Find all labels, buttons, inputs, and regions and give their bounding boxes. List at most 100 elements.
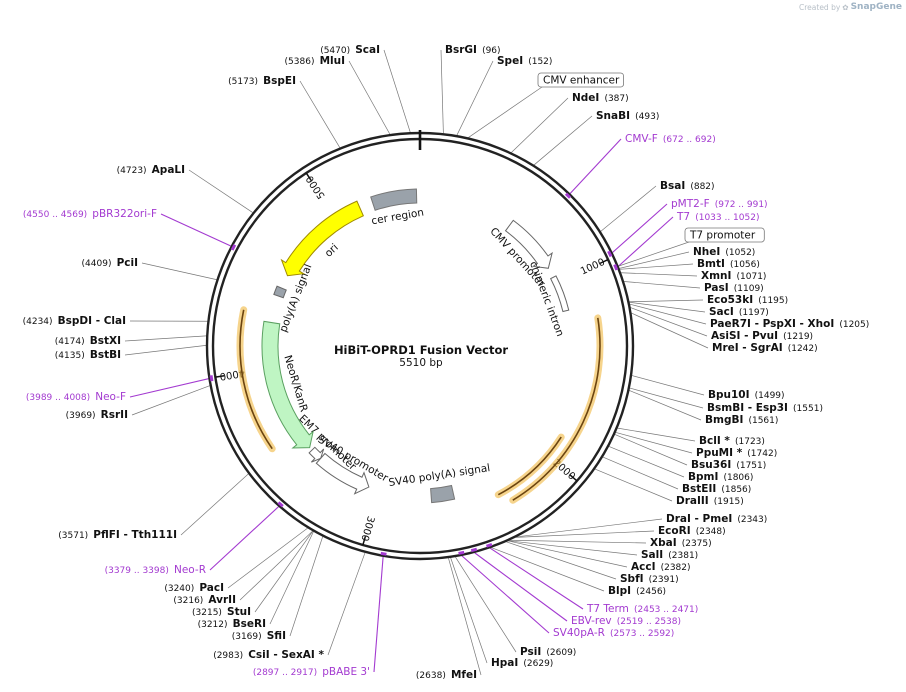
enzyme-leader <box>630 307 708 337</box>
enzyme-name: EcoRI <box>658 525 691 537</box>
primer-site-mark <box>470 547 478 553</box>
primer-leader <box>474 552 568 622</box>
primer-label-cmv-f: CMV-F (672 .. 692) <box>625 127 716 146</box>
enzyme-position: (2629) <box>523 659 553 669</box>
enzyme-name: HpaI <box>491 657 518 669</box>
feature-label-ori: ori <box>323 242 341 260</box>
enzyme-name: MluI <box>320 55 345 67</box>
primer-position: (3379 .. 3398) <box>105 566 169 576</box>
enzyme-label-avrii: (3216) AvrII <box>173 588 236 607</box>
enzyme-label-blpi: BlpI (2456) <box>608 579 666 598</box>
enzyme-name: BsrGI <box>445 44 477 56</box>
enzyme-label-paer7i-pspxi-xhoi: PaeR7I - PspXI - XhoI (1205) <box>710 312 869 331</box>
enzyme-name: ApaLI <box>152 164 185 176</box>
enzyme-leader <box>440 49 444 134</box>
enzyme-label-rsrii: (3969) RsrII <box>66 403 128 422</box>
feature-poly-a-signal <box>273 285 287 299</box>
feature-em7-promoter <box>308 446 325 463</box>
enzyme-label-bspdi-clai: (4234) BspDI - ClaI <box>23 309 126 328</box>
enzyme-name: BspEI <box>263 75 296 87</box>
enzyme-position: (1742) <box>747 449 777 459</box>
enzyme-label-csii-sexai: (2983) CsiI - SexAI * <box>213 643 324 662</box>
enzyme-position: (1195) <box>758 296 788 306</box>
feature-sv40-promoter <box>315 452 370 495</box>
enzyme-name: MreI - SgrAI <box>712 342 783 354</box>
enzyme-label-bcli: BclI * (1723) <box>699 429 765 448</box>
enzyme-name: BstBI <box>90 349 121 361</box>
enzyme-name: BseRI <box>233 618 266 630</box>
primer-label-t7: T7 (1033 .. 1052) <box>676 205 759 224</box>
enzyme-name: SalI <box>641 549 663 561</box>
orf-line <box>497 436 562 496</box>
enzyme-position: (3571) <box>58 531 88 541</box>
primer-label-sv40pa-r: SV40pA-R (2573 .. 2592) <box>553 621 674 640</box>
enzyme-label-bpmi: BpmI (1806) <box>688 465 753 484</box>
enzyme-leader <box>124 345 207 356</box>
enzyme-name: XmnI <box>701 270 731 282</box>
enzyme-leader <box>450 557 488 664</box>
enzyme-name: PciI <box>117 257 138 269</box>
enzyme-name: AvrII <box>208 594 236 606</box>
enzyme-label-xbai: XbaI (2375) <box>650 531 712 550</box>
enzyme-leader <box>131 385 210 416</box>
primer-site-mark <box>277 501 284 508</box>
enzyme-name: PaeR7I - PspXI - XhoI <box>710 318 834 330</box>
tick-label: 1000 <box>579 257 607 278</box>
enzyme-label-hpai: HpaI (2629) <box>491 651 553 670</box>
feature-box-label-cmv-enhancer: CMV enhancer <box>543 75 620 87</box>
enzyme-label-pasi: PasI (1109) <box>704 276 764 295</box>
enzyme-position: (4174) <box>55 337 85 347</box>
primer-position: (972 .. 991) <box>715 200 768 210</box>
feature-box-leader <box>618 241 690 267</box>
enzyme-label-bstbi: (4135) BstBI <box>55 343 121 362</box>
tick-mark <box>362 536 367 546</box>
primer-leader <box>160 213 232 247</box>
enzyme-label-bpu10i: Bpu10I (1499) <box>708 383 785 402</box>
enzyme-position: (1205) <box>839 320 869 330</box>
enzyme-leader <box>299 80 341 148</box>
primer-name: pMT2-F <box>671 198 710 210</box>
enzyme-position: (1071) <box>737 272 767 282</box>
enzyme-name: RsrII <box>101 409 128 421</box>
enzyme-position: (882) <box>690 182 714 192</box>
enzyme-leader <box>141 262 217 280</box>
enzyme-position: (3215) <box>192 608 222 618</box>
enzyme-leader <box>629 390 702 421</box>
enzyme-name: BstEII <box>682 483 716 495</box>
enzyme-position: (493) <box>635 112 659 122</box>
enzyme-label-bsrgi: BsrGI (96) <box>445 38 501 57</box>
enzyme-name: BclI * <box>699 435 730 447</box>
enzyme-leader <box>631 375 705 396</box>
enzyme-label-snabi: SnaBI (493) <box>596 104 659 123</box>
enzyme-leader <box>327 552 366 656</box>
primer-leader <box>489 547 584 610</box>
enzyme-name: SnaBI <box>596 110 630 122</box>
enzyme-label-spei: SpeI (152) <box>497 49 552 68</box>
primer-position: (2897 .. 2917) <box>253 668 317 678</box>
enzyme-position: (1856) <box>721 485 751 495</box>
enzyme-name: BpmI <box>688 471 718 483</box>
enzyme-position: (4135) <box>55 351 85 361</box>
enzyme-label-bstxi: (4174) BstXI <box>55 329 121 348</box>
enzyme-name: PflFI - Tth111I <box>93 529 177 541</box>
primer-name: T7 <box>676 211 690 223</box>
enzyme-position: (2609) <box>546 648 576 658</box>
enzyme-label-apali: (4723) ApaLI <box>117 158 185 177</box>
enzyme-leader <box>506 541 617 580</box>
enzyme-position: (2382) <box>661 563 691 573</box>
enzyme-position: (1551) <box>793 404 823 414</box>
tick-label: 3000 <box>358 515 376 542</box>
tick-label: 5000 <box>304 173 327 200</box>
enzyme-label-paci: (3240) PacI <box>164 576 224 595</box>
enzyme-leader <box>383 49 411 133</box>
primer-site-mark <box>607 250 613 258</box>
enzyme-label-nhei: NheI (1052) <box>693 240 755 259</box>
enzyme-position: (4409) <box>82 259 112 269</box>
primer-name: Neo-F <box>95 391 126 403</box>
primer-leader <box>129 378 209 398</box>
enzyme-position: (1109) <box>734 284 764 294</box>
feature-box-label-t7-promoter: T7 promoter <box>689 230 756 242</box>
enzyme-leader <box>254 531 314 613</box>
enzyme-name: AccI <box>631 561 655 573</box>
